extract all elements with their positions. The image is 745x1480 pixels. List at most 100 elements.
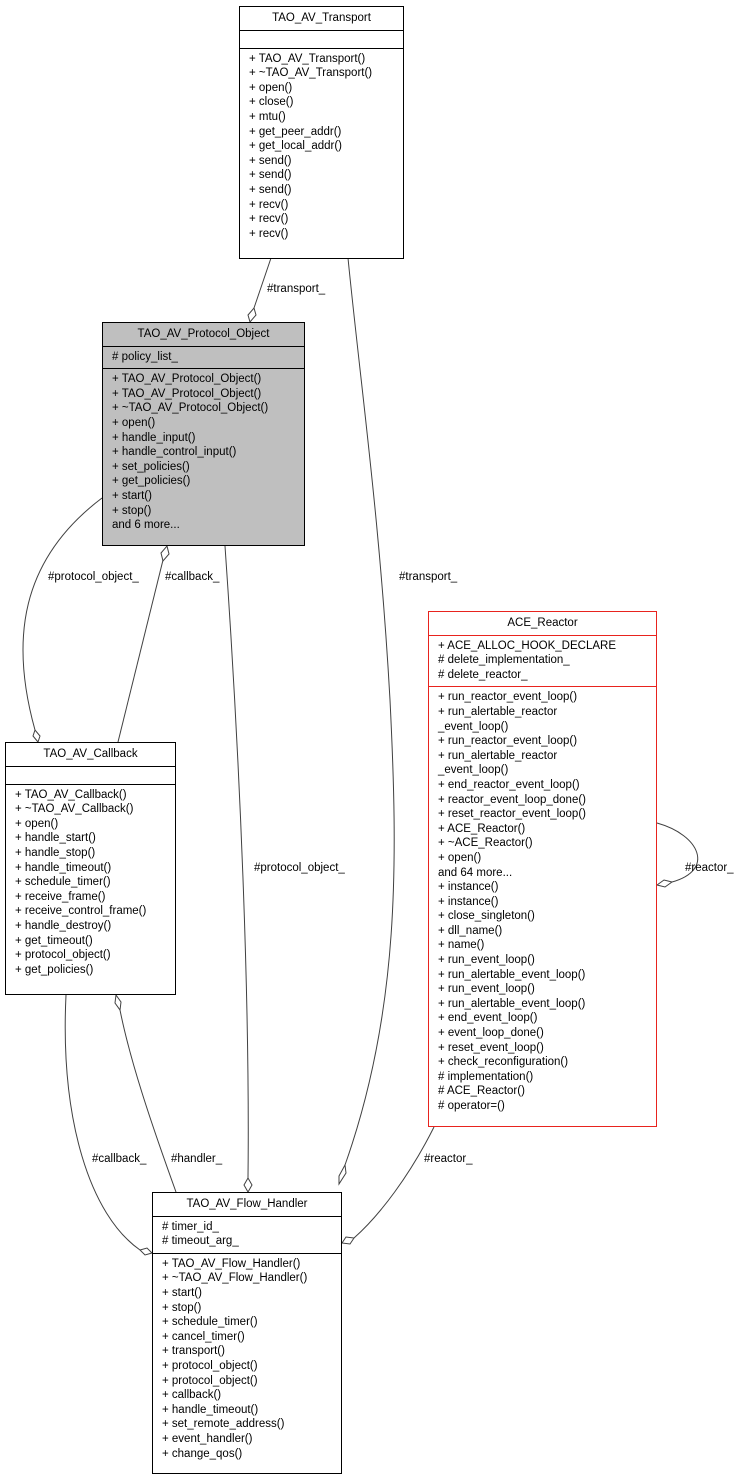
member-item: + receive_control_frame() <box>15 905 147 918</box>
member-item: # ACE_Reactor() <box>438 1085 525 1098</box>
member-item: + cancel_timer() <box>162 1330 245 1343</box>
member-item: + dll_name() <box>438 924 503 937</box>
member-item: and 6 more... <box>112 519 180 532</box>
member-item: + handle_control_input() <box>112 446 237 459</box>
member-item: # delete_reactor_ <box>438 668 528 681</box>
class-title: TAO_AV_Callback <box>43 748 138 760</box>
member-item: + ~TAO_AV_Transport() <box>249 67 373 80</box>
member-item: + reset_event_loop() <box>438 1041 544 1054</box>
member-item: + instance() <box>438 895 499 908</box>
class-node-tao-av-protocol-object[interactable]: TAO_AV_Protocol_Object # policy_list_ + … <box>102 322 305 546</box>
diamond-flow-reactor <box>341 1236 355 1245</box>
member-item: + start() <box>112 489 152 502</box>
member-item: + handle_input() <box>112 431 196 444</box>
member-item: + TAO_AV_Protocol_Object() <box>112 373 262 386</box>
member-item: + run_alertable_event_loop() <box>438 968 586 981</box>
methods-section: + TAO_AV_Flow_Handler()+ ~TAO_AV_Flow_Ha… <box>153 1252 341 1465</box>
member-item: + ~TAO_AV_Flow_Handler() <box>162 1272 308 1285</box>
member-item: + handle_stop() <box>15 846 96 859</box>
diamond-protocol-callback <box>160 544 170 563</box>
member-item: + change_qos() <box>162 1447 243 1460</box>
member-item: + handle_timeout() <box>15 861 112 874</box>
member-item: + send() <box>249 183 292 196</box>
member-item: + reactor_event_loop_done() <box>438 793 587 806</box>
member-item: + schedule_timer() <box>162 1316 258 1329</box>
member-item: + run_event_loop() <box>438 954 535 967</box>
member-item: + reset_reactor_event_loop() <box>438 808 586 821</box>
member-item: + get_local_addr() <box>249 140 343 153</box>
edge-label-reactor-self: #reactor_ <box>685 862 734 874</box>
member-item: + send() <box>249 154 292 167</box>
member-item: # delete_implementation_ <box>438 654 570 667</box>
edge-flow-callback <box>119 1009 177 1193</box>
edge-reactor-flow <box>353 1126 435 1239</box>
member-item: + callback() <box>162 1389 222 1402</box>
member-item: + open() <box>15 817 59 830</box>
class-node-tao-av-transport[interactable]: TAO_AV_Transport + TAO_AV_Transport()+ ~… <box>239 6 404 259</box>
member-item: + instance() <box>438 881 499 894</box>
edge-transport-flow <box>344 257 395 1166</box>
class-title: TAO_AV_Flow_Handler <box>186 1198 308 1210</box>
diamond-callback-flow <box>114 993 122 1012</box>
class-node-tao-av-flow-handler[interactable]: TAO_AV_Flow_Handler # timer_id_# timeout… <box>152 1192 342 1474</box>
member-item: + stop() <box>112 504 152 517</box>
class-node-tao-av-callback[interactable]: TAO_AV_Callback + TAO_AV_Callback()+ ~TA… <box>5 742 176 995</box>
member-item: + run_alertable_reactor <box>438 749 558 762</box>
member-item: + start() <box>162 1286 202 1299</box>
edge-callback-flow <box>64 994 141 1251</box>
class-node-ace-reactor[interactable]: ACE_Reactor + ACE_ALLOC_HOOK_DECLARE# de… <box>428 611 657 1127</box>
member-item: _event_loop() <box>438 764 509 777</box>
member-item: + handle_destroy() <box>15 919 112 932</box>
member-item: + open() <box>112 416 156 429</box>
edge-callback-protocol <box>117 559 164 743</box>
member-item: + handle_timeout() <box>162 1403 259 1416</box>
edge-label-protocol-flow: #protocol_object_ <box>254 862 345 874</box>
diamond-flow-transport <box>338 1163 347 1186</box>
member-item: + recv() <box>249 227 289 240</box>
edge-label-callback-protocol: #callback_ <box>165 571 220 583</box>
member-item: + schedule_timer() <box>15 876 111 889</box>
member-item: # operator=() <box>438 1100 505 1112</box>
edge-label-flow-callback: #handler_ <box>171 1153 223 1165</box>
member-item: + run_event_loop() <box>438 983 535 996</box>
member-item: and 64 more... <box>438 866 513 879</box>
member-item: + close_singleton() <box>438 910 535 923</box>
member-item: + transport() <box>162 1345 225 1358</box>
edge-label-protocol-callback: #protocol_object_ <box>48 571 139 583</box>
member-item: + TAO_AV_Protocol_Object() <box>112 387 262 400</box>
member-item: + TAO_AV_Callback() <box>15 788 127 801</box>
member-item: + get_timeout() <box>15 934 93 947</box>
member-item: + handle_start() <box>15 832 96 845</box>
member-item: + open() <box>249 81 293 94</box>
edge-label-transport-flow: #transport_ <box>399 571 458 583</box>
member-item: + recv() <box>249 213 289 226</box>
member-item: + protocol_object() <box>162 1359 258 1372</box>
member-item: + stop() <box>162 1301 202 1314</box>
attributes-section <box>6 765 175 784</box>
attributes-section <box>240 29 403 48</box>
member-item: _event_loop() <box>438 720 509 733</box>
member-item: + run_alertable_reactor <box>438 705 558 718</box>
member-item: + check_reconfiguration() <box>438 1056 569 1069</box>
member-item: + send() <box>249 169 292 182</box>
member-item: # timer_id_ <box>162 1220 219 1233</box>
methods-section: + TAO_AV_Callback()+ ~TAO_AV_Callback()+… <box>6 783 175 982</box>
diamond-flow-callback <box>139 1247 153 1256</box>
member-item: + ACE_Reactor() <box>438 822 526 835</box>
member-item: + protocol_object() <box>162 1374 258 1387</box>
attributes-section: # policy_list_ <box>103 345 304 369</box>
edge-transport-protocol <box>253 257 272 309</box>
member-item: + open() <box>438 851 482 864</box>
edge-label-callback-flow: #callback_ <box>92 1153 147 1165</box>
member-item: + receive_frame() <box>15 890 106 903</box>
member-item: + end_event_loop() <box>438 1012 538 1025</box>
member-item: # policy_list_ <box>112 350 178 363</box>
class-title: TAO_AV_Protocol_Object <box>137 328 270 340</box>
edge-reactor-self <box>656 822 699 883</box>
member-item: # implementation() <box>438 1070 534 1083</box>
member-item: + run_alertable_event_loop() <box>438 997 586 1010</box>
edge-label-transport-protocol: #transport_ <box>267 283 326 295</box>
member-item: + set_remote_address() <box>162 1418 285 1431</box>
methods-section: + TAO_AV_Protocol_Object()+ TAO_AV_Proto… <box>103 368 304 537</box>
